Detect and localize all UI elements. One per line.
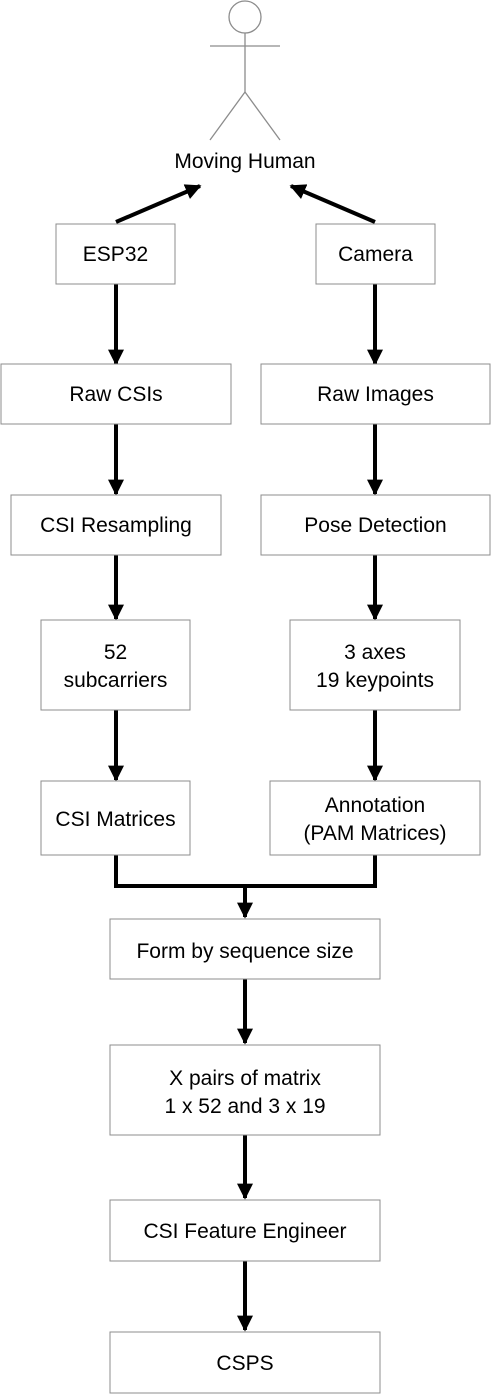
node-csps: CSPS xyxy=(109,1331,381,1394)
node-axes-keypoints: 3 axes 19 keypoints xyxy=(289,619,461,711)
node-raw-csis-label: Raw CSIs xyxy=(69,383,162,406)
node-csi-matrices-label: CSI Matrices xyxy=(55,808,175,831)
node-camera: Camera xyxy=(315,223,436,285)
node-feature-engineer-label: CSI Feature Engineer xyxy=(143,1220,346,1243)
node-annotation-line-1: Annotation xyxy=(325,794,425,817)
edge-csi-matrices-to-form xyxy=(114,855,253,919)
node-x-pairs-line-1: X pairs of matrix xyxy=(169,1067,321,1090)
node-subcarriers-line-1: 52 xyxy=(104,641,127,664)
node-csi-matrices: CSI Matrices xyxy=(40,780,191,856)
node-pose-detection: Pose Detection xyxy=(260,494,491,556)
node-camera-label: Camera xyxy=(338,243,413,266)
node-axes-keypoints-line-2: 19 keypoints xyxy=(316,669,434,692)
node-subcarriers-line-2: subcarriers xyxy=(64,669,168,692)
actor-label: Moving Human xyxy=(174,150,315,173)
node-esp32-label: ESP32 xyxy=(83,243,148,266)
node-raw-csis: Raw CSIs xyxy=(0,363,232,425)
node-annotation: Annotation (PAM Matrices) xyxy=(269,780,481,856)
edge-camera-to-human xyxy=(289,184,376,224)
node-annotation-line-2: (PAM Matrices) xyxy=(303,822,446,845)
node-raw-images: Raw Images xyxy=(260,363,491,425)
node-axes-keypoints-line-1: 3 axes xyxy=(344,641,406,664)
node-esp32: ESP32 xyxy=(55,223,176,285)
node-raw-images-label: Raw Images xyxy=(317,383,434,406)
node-form-by-sequence-label: Form by sequence size xyxy=(136,940,353,963)
node-feature-engineer: CSI Feature Engineer xyxy=(109,1199,381,1262)
node-x-pairs-line-2: 1 x 52 and 3 x 19 xyxy=(164,1095,325,1118)
edge-annotation-to-form xyxy=(245,855,377,888)
node-subcarriers: 52 subcarriers xyxy=(40,619,191,711)
node-csi-resampling: CSI Resampling xyxy=(10,494,222,556)
node-pose-detection-label: Pose Detection xyxy=(304,514,446,537)
edge-esp32-to-human xyxy=(115,184,202,224)
node-csps-label: CSPS xyxy=(216,1352,273,1375)
edges xyxy=(108,184,383,1332)
node-form-by-sequence: Form by sequence size xyxy=(109,918,381,980)
node-csi-resampling-label: CSI Resampling xyxy=(40,514,192,537)
node-x-pairs: X pairs of matrix 1 x 52 and 3 x 19 xyxy=(109,1044,381,1136)
human-actor-icon xyxy=(209,0,281,141)
